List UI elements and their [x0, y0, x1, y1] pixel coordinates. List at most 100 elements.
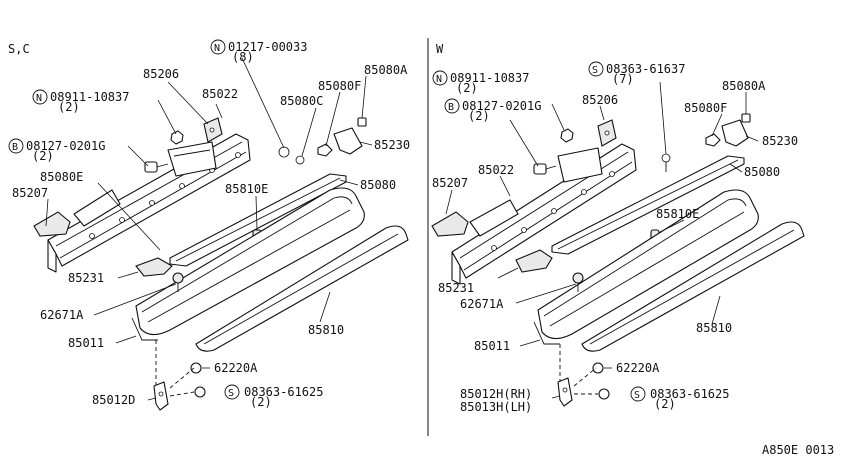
- left-label-85080A: 85080A: [364, 63, 408, 77]
- left-label-85012D: 85012D: [92, 393, 135, 407]
- right-label-85206: 85206: [582, 93, 618, 107]
- right-clip-85230: [721, 119, 749, 147]
- right-label-85012H: 85012H(RH): [460, 387, 532, 401]
- left-badge-n-1: N: [32, 89, 48, 105]
- right-label-85080A: 85080A: [722, 79, 766, 93]
- left-label-85206: 85206: [143, 67, 179, 81]
- right-stay-center: [557, 147, 603, 183]
- left-label-08911: 08911-10837: [50, 90, 129, 104]
- left-washer-85080C: [295, 155, 305, 165]
- left-label-62220A: 62220A: [214, 361, 258, 375]
- right-leader-lines: [445, 81, 759, 399]
- left-bumper-fascia-85011: [131, 187, 365, 341]
- right-label-08363-qty: (2): [654, 397, 676, 411]
- left-leader-lines: [45, 57, 373, 401]
- left-clip-85080A: [357, 117, 367, 127]
- left-label-85022: 85022: [202, 87, 238, 101]
- right-fastener-62671A: [572, 272, 584, 292]
- svg-text:N: N: [436, 74, 442, 85]
- right-stay-side: [469, 199, 519, 237]
- left-bracket-85012D: [153, 381, 169, 411]
- left-label-85011: 85011: [68, 336, 104, 350]
- right-badge-n: N: [432, 70, 448, 86]
- right-label-85231: 85231: [438, 281, 474, 295]
- right-label-85080: 85080: [744, 165, 780, 179]
- right-label-85230: 85230: [762, 134, 798, 148]
- left-label-01217-qty: (8): [232, 50, 254, 64]
- left-panel: S,C: [8, 39, 410, 411]
- left-reinforcement-85022: [47, 133, 251, 273]
- right-screw-08363: [598, 388, 610, 400]
- right-label-08911: 08911-10837: [450, 71, 529, 85]
- left-label-85080C: 85080C: [280, 94, 323, 108]
- left-nut: [170, 130, 184, 145]
- left-badge-b: B: [8, 138, 24, 154]
- right-label-08363: 08363-61625: [650, 387, 729, 401]
- right-badge-s-top: S: [588, 61, 604, 77]
- left-stay-side: [73, 189, 121, 227]
- svg-text:S: S: [228, 388, 234, 399]
- svg-text:B: B: [448, 102, 454, 113]
- left-badge-s: S: [224, 384, 240, 400]
- left-clip-85080F: [317, 143, 333, 157]
- figure-code: A850E 0013: [762, 443, 834, 457]
- left-clip-85230: [333, 127, 363, 155]
- left-label-01217: 01217-00033: [228, 40, 307, 54]
- svg-text:N: N: [36, 93, 42, 104]
- right-clip-62220A: [592, 362, 604, 374]
- left-label-85080E: 85080E: [40, 170, 83, 184]
- left-screw-08363: [194, 386, 206, 398]
- svg-text:N: N: [214, 43, 220, 54]
- left-piece-85231: [135, 257, 173, 277]
- left-label-62671A: 62671A: [40, 308, 84, 322]
- left-label-85230: 85230: [374, 138, 410, 152]
- right-label-85011: 85011: [474, 339, 510, 353]
- svg-text:B: B: [12, 142, 18, 153]
- left-stay-center: [167, 141, 217, 177]
- right-label-08363-61637-qty: (7): [612, 72, 634, 86]
- right-clip-85080F: [705, 133, 721, 147]
- right-label-85810E: 85810E: [656, 207, 699, 221]
- right-label-85810: 85810: [696, 321, 732, 335]
- right-bumper-fascia-85011: [533, 189, 759, 345]
- left-label-85231: 85231: [68, 271, 104, 285]
- svg-text:S: S: [592, 65, 598, 76]
- right-label-85013H: 85013H(LH): [460, 400, 532, 414]
- left-side-piece-85207: [33, 211, 71, 237]
- left-label-08127: 08127-0201G: [26, 139, 105, 153]
- left-variant-label: S,C: [8, 42, 30, 56]
- right-label-62220A: 62220A: [616, 361, 660, 375]
- right-nut: [560, 128, 574, 143]
- left-label-85810E: 85810E: [225, 182, 268, 196]
- left-label-85080: 85080: [360, 178, 396, 192]
- right-label-08127-qty: (2): [468, 109, 490, 123]
- right-label-62671A: 62671A: [460, 297, 504, 311]
- left-top-bolt: [278, 146, 290, 158]
- right-label-85022: 85022: [478, 163, 514, 177]
- right-label-08911-qty: (2): [456, 81, 478, 95]
- left-badge-n-top: N: [210, 39, 226, 55]
- right-bracket-85012H: [557, 377, 573, 407]
- right-label-85080F: 85080F: [684, 101, 727, 115]
- right-clip-85080A: [741, 113, 751, 123]
- right-reinforcement-85022: [451, 143, 637, 285]
- right-side-piece-85207: [431, 211, 469, 237]
- right-label-08127: 08127-0201G: [462, 99, 541, 113]
- right-top-bolt: [661, 153, 671, 172]
- svg-text:S: S: [634, 390, 640, 401]
- left-label-85810: 85810: [308, 323, 344, 337]
- right-label-08363-61637: 08363-61637: [606, 62, 685, 76]
- right-piece-85231: [515, 249, 553, 273]
- right-label-85207: 85207: [432, 176, 468, 190]
- left-label-08127-qty: (2): [32, 149, 54, 163]
- right-badge-s: S: [630, 386, 646, 402]
- left-label-08363-qty: (2): [250, 395, 272, 409]
- left-fastener-62671A: [172, 272, 184, 292]
- left-clip-62220A: [190, 362, 202, 374]
- left-labels: 85206 85022 N 08911-10837 (2) B 08127-02…: [8, 39, 410, 409]
- left-molding-85810: [195, 225, 409, 352]
- left-label-85207: 85207: [12, 186, 48, 200]
- right-molding-85810: [581, 221, 805, 352]
- right-variant-label: W: [436, 42, 444, 56]
